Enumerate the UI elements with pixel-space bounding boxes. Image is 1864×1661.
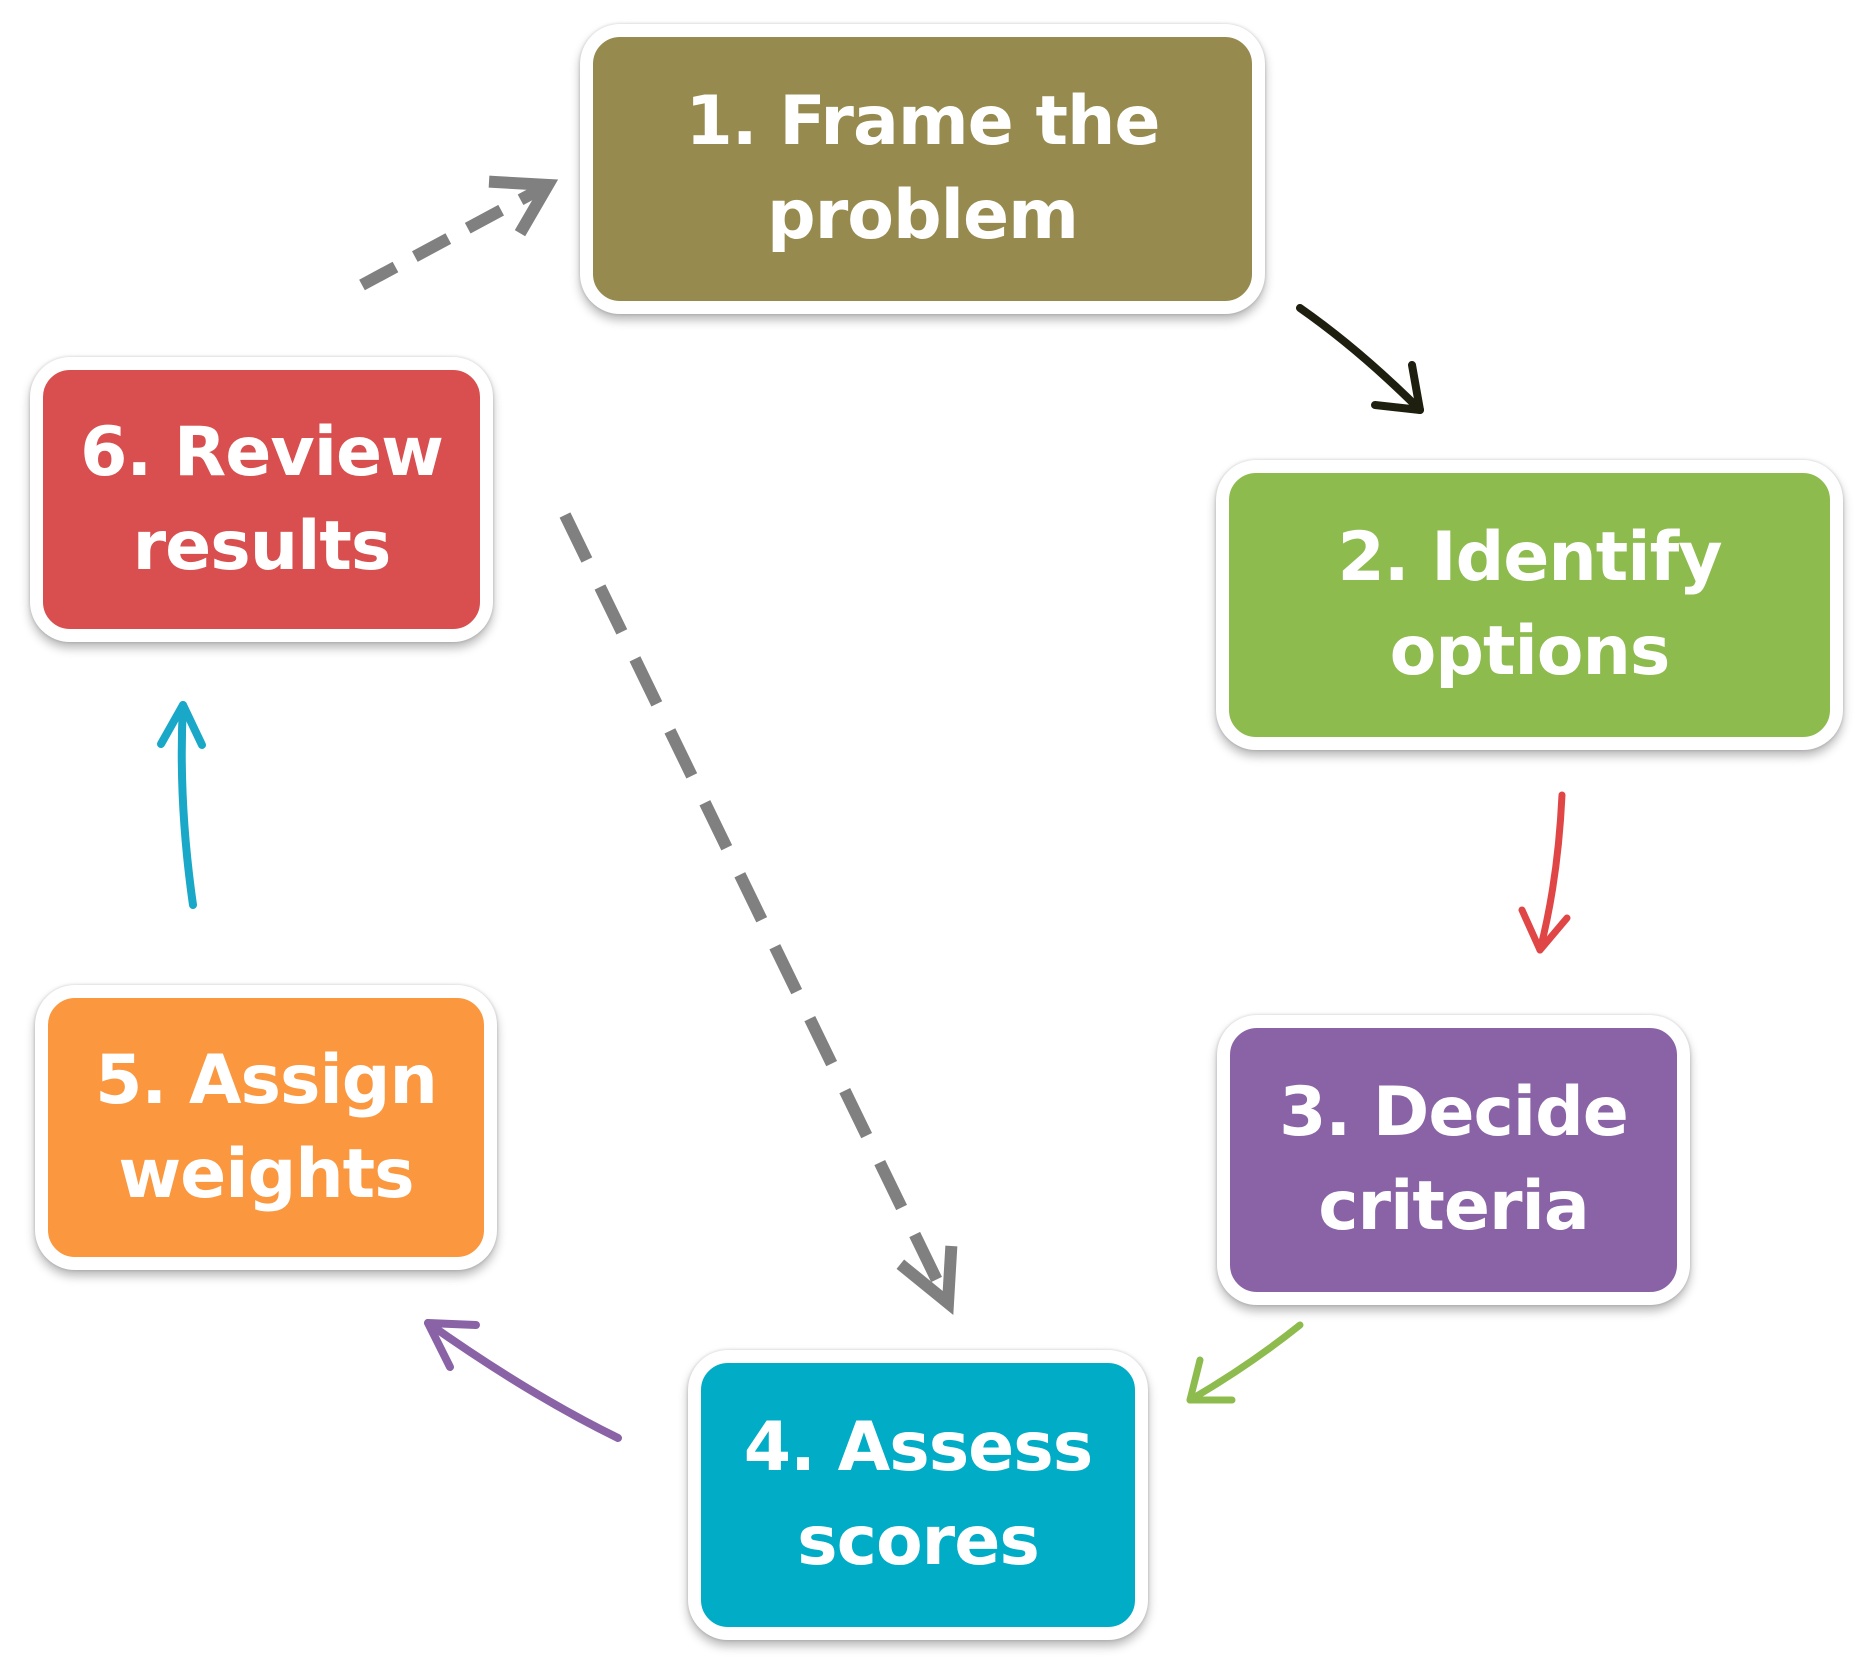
step-label-line1: 1. Frame the (685, 82, 1160, 161)
step-label-line1: 4. Assess (743, 1408, 1093, 1487)
arrowhead-assign-to-review (157, 701, 206, 749)
step-review-results: 6. Review results (30, 357, 493, 642)
step-frame-the-problem: 1. Frame the problem (580, 24, 1265, 314)
arrowhead-assess-to-assign (424, 1319, 480, 1371)
step-decide-criteria: 3. Decide criteria (1217, 1015, 1690, 1305)
arrowhead-decide-to-assess (1186, 1356, 1236, 1404)
dashed-arrow-review-to-assess (559, 512, 954, 1306)
arrowhead-frame-to-identify (1371, 361, 1424, 414)
step-assign-weights: 5. Assign weights (35, 985, 497, 1270)
step-label-line1: 5. Assign (95, 1040, 438, 1120)
dashed-arrow-review-to-frame (359, 179, 551, 291)
step-assess-scores: 4. Assess scores (688, 1350, 1148, 1640)
step-label-line1: 6. Review (80, 412, 444, 492)
step-label-line2: problem (767, 176, 1079, 255)
step-label-line2: scores (797, 1502, 1040, 1581)
dashed-arrowhead-review-to-frame (488, 175, 559, 237)
step-label-line2: options (1389, 612, 1671, 691)
arrow-assess-to-assign (424, 1319, 622, 1442)
arrow-identify-to-decide (1536, 791, 1566, 954)
arrowhead-identify-to-decide (1518, 906, 1571, 954)
step-label-line2: criteria (1318, 1167, 1590, 1246)
step-label-line1: 3. Decide (1279, 1073, 1629, 1152)
step-label-line2: weights (118, 1134, 414, 1214)
step-label-line2: results (132, 506, 392, 586)
arrow-decide-to-assess (1186, 1321, 1304, 1404)
dashed-arrowhead-review-to-assess (896, 1245, 958, 1316)
arrow-assign-to-review (177, 701, 197, 909)
step-identify-options: 2. Identify options (1216, 460, 1843, 750)
step-label-line1: 2. Identify (1337, 518, 1722, 597)
arrow-frame-to-identify (1296, 304, 1424, 414)
